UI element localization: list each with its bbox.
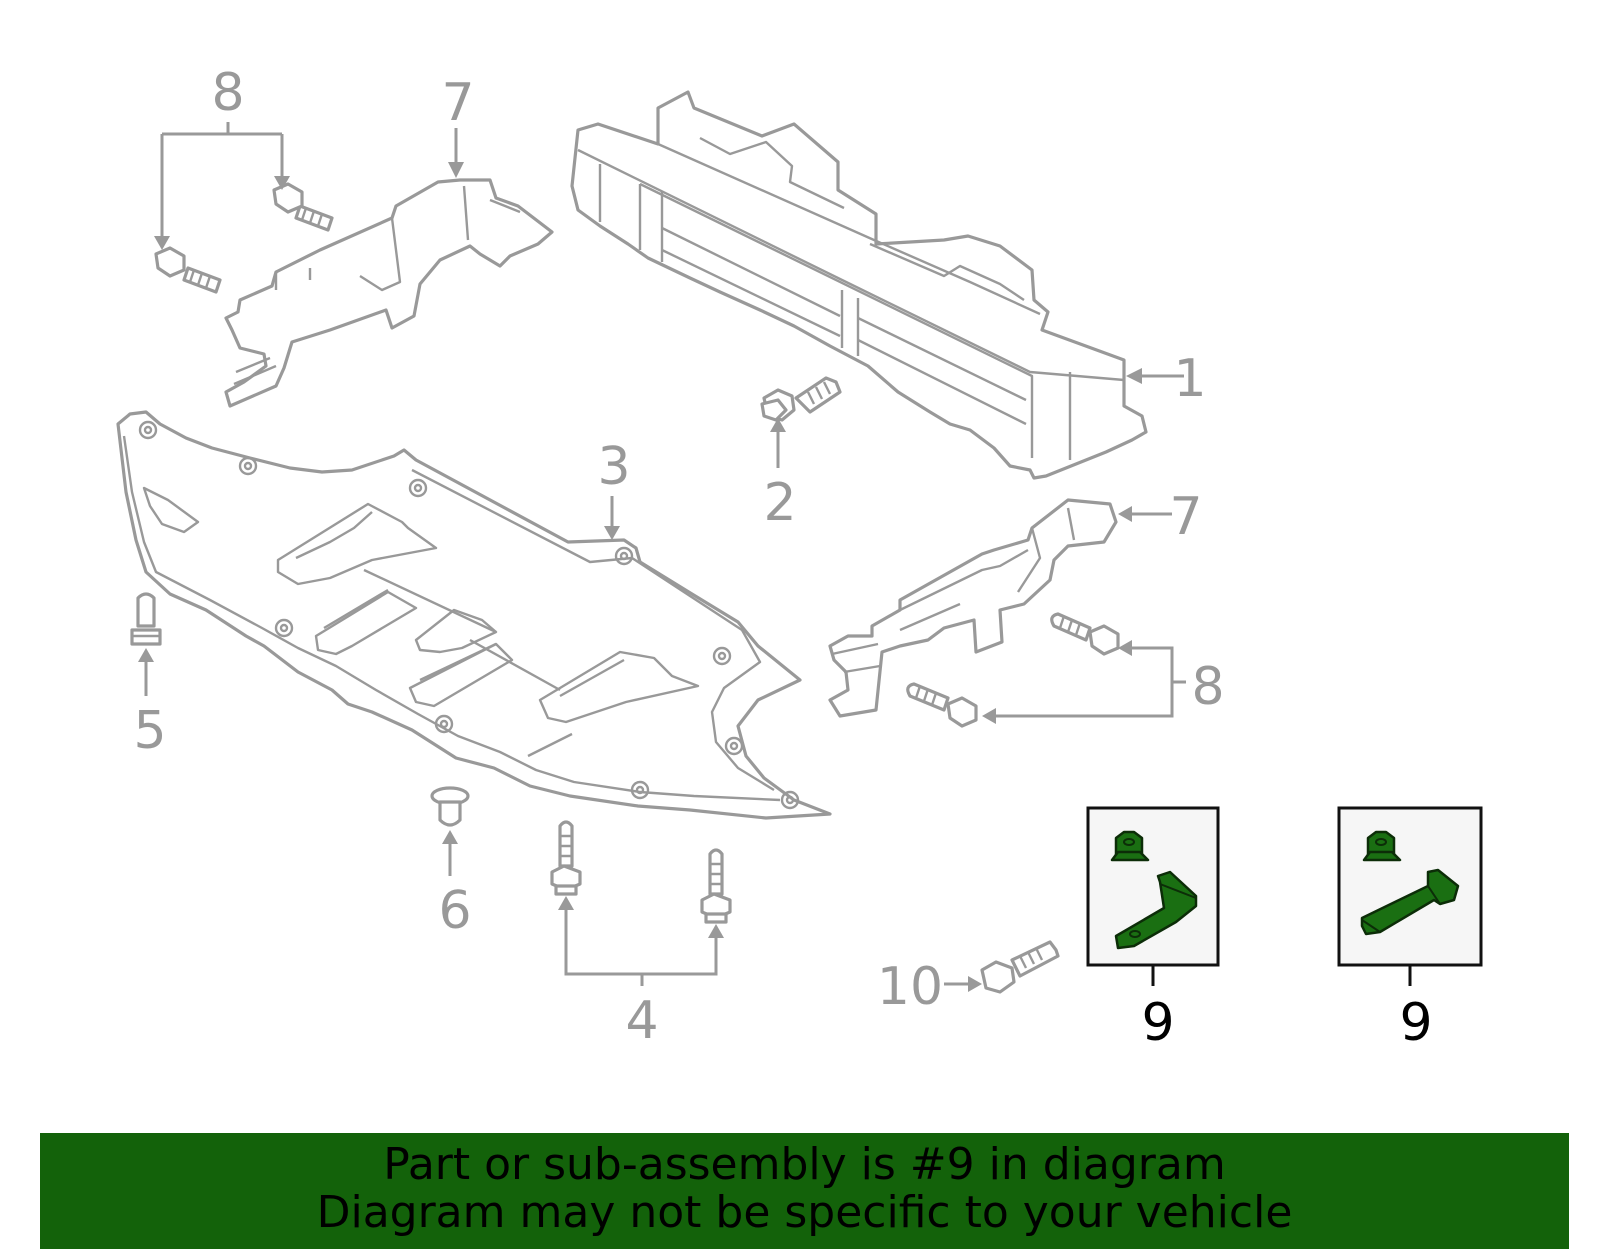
part-5-bolt[interactable] [130,592,162,646]
callout-2: 2 [763,473,796,533]
banner-line-part-number: Part or sub-assembly is #9 in diagram [383,1139,1226,1190]
part-7-bracket-right[interactable] [828,498,1118,718]
callout-3: 3 [597,437,630,497]
part-8-bolt-upper-b[interactable] [154,246,222,294]
notice-banner: Part or sub-assembly is #9 in diagram Di… [40,1133,1569,1249]
callout-6: 6 [438,881,471,941]
callout-8-upper: 8 [211,63,244,123]
part-9-inset-a[interactable] [1086,806,1220,967]
callout-8-right: 8 [1191,657,1224,717]
part-3-splash-shield[interactable] [116,410,832,820]
part-8-bolt-right-b[interactable] [906,682,978,728]
callout-5: 5 [133,701,166,761]
callout-1: 1 [1173,349,1206,409]
banner-line-disclaimer: Diagram may not be specific to your vehi… [316,1187,1293,1238]
callout-7-upper: 7 [441,73,474,133]
part-8-bolt-upper-a[interactable] [272,182,334,232]
callout-9-b: 9 [1399,993,1432,1053]
part-4-bolt-a[interactable] [550,820,582,896]
part-4-bolt-b[interactable] [700,848,732,924]
callout-9-a: 9 [1141,993,1174,1053]
part-2-bolt[interactable] [760,376,842,422]
part-10-bolt[interactable] [980,940,1060,994]
callout-7-right: 7 [1169,487,1202,547]
part-6-clip[interactable] [430,786,470,827]
callout-4: 4 [625,991,658,1051]
callout-10: 10 [877,957,943,1017]
part-7-bracket-upper-left[interactable] [224,178,554,408]
part-9-inset-b[interactable] [1337,806,1483,967]
part-1-air-deflector[interactable] [570,90,1148,480]
part-8-bolt-right-a[interactable] [1050,612,1120,656]
callout-leaders [138,122,1186,992]
